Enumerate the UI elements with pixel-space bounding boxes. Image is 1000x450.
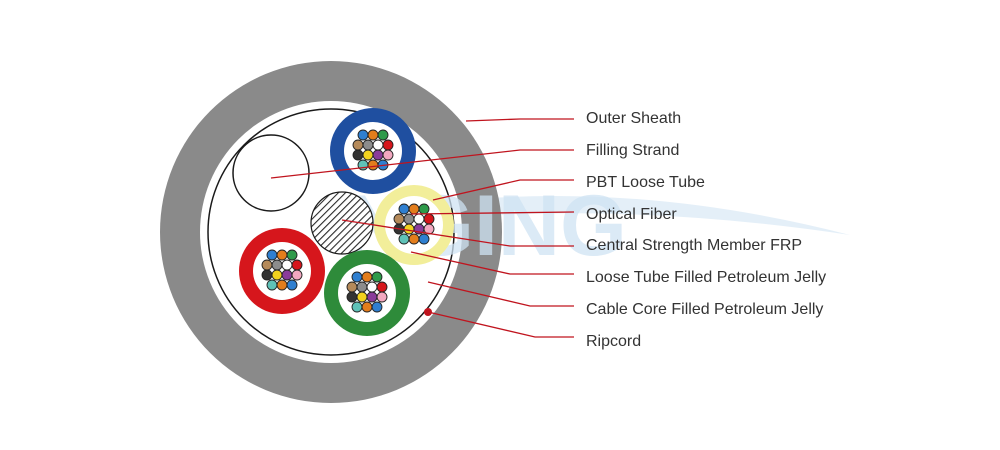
- label-filling-strand: Filling Strand: [586, 142, 680, 159]
- optical-fiber: [408, 233, 420, 245]
- label-pbt-loose-tube: PBT Loose Tube: [586, 174, 705, 191]
- optical-fiber: [393, 213, 405, 225]
- optical-fiber: [418, 233, 430, 245]
- optical-fiber: [271, 269, 283, 281]
- optical-fiber: [403, 223, 415, 235]
- optical-fiber: [366, 281, 378, 293]
- optical-fiber: [376, 281, 388, 293]
- optical-fiber: [361, 271, 373, 283]
- central-strength-member: [310, 191, 374, 255]
- optical-fiber: [382, 149, 394, 161]
- optical-fiber: [382, 139, 394, 151]
- optical-fiber: [266, 279, 278, 291]
- optical-fiber: [286, 279, 298, 291]
- optical-fiber: [408, 203, 420, 215]
- optical-fiber: [281, 259, 293, 271]
- optical-fiber: [362, 139, 374, 151]
- label-optical-fiber: Optical Fiber: [586, 206, 677, 223]
- optical-fiber: [271, 259, 283, 271]
- label-central-strength-member: Central Strength Member FRP: [586, 237, 803, 254]
- leader-loose-tube-jelly: [410, 251, 574, 275]
- loose-tube-red: [239, 228, 325, 314]
- label-loose-tube-jelly: Loose Tube Filled Petroleum Jelly: [586, 269, 827, 286]
- optical-fiber: [423, 213, 435, 225]
- leader-optical-fiber: [410, 211, 575, 215]
- optical-fiber: [286, 249, 298, 261]
- optical-fiber: [362, 149, 374, 161]
- optical-fiber: [356, 281, 368, 293]
- leader-outer-sheath: [465, 118, 574, 122]
- watermark-swoosh: [230, 195, 850, 250]
- optical-fiber: [291, 259, 303, 271]
- optical-fiber: [398, 233, 410, 245]
- optical-fiber: [352, 149, 364, 161]
- optical-fiber: [413, 213, 425, 225]
- optical-fiber: [276, 279, 288, 291]
- optical-fiber: [371, 271, 383, 283]
- optical-fiber: [366, 291, 378, 303]
- optical-fiber: [346, 281, 358, 293]
- optical-fiber: [266, 249, 278, 261]
- optical-fiber: [276, 249, 288, 261]
- optical-fiber: [371, 301, 383, 313]
- optical-fiber: [357, 129, 369, 141]
- optical-fiber: [367, 129, 379, 141]
- optical-fiber: [346, 291, 358, 303]
- optical-fiber: [352, 139, 364, 151]
- loose-tube-yellow: [374, 185, 454, 265]
- label-ripcord: Ripcord: [586, 333, 642, 350]
- optical-fiber: [361, 301, 373, 313]
- label-cable-core-jelly: Cable Core Filled Petroleum Jelly: [586, 301, 824, 318]
- optical-fiber: [376, 291, 388, 303]
- leader-filling-strand: [270, 149, 574, 179]
- optical-fiber: [261, 269, 273, 281]
- loose-tube-green: [324, 250, 410, 336]
- leader-ripcord: [427, 311, 574, 338]
- optical-fiber: [261, 259, 273, 271]
- optical-fiber: [372, 149, 384, 161]
- leader-pbt-loose-tube: [432, 179, 574, 201]
- optical-fiber: [372, 139, 384, 151]
- loose-tube-blue: [330, 108, 416, 194]
- optical-fiber: [377, 129, 389, 141]
- optical-fiber: [351, 271, 363, 283]
- optical-fiber: [291, 269, 303, 281]
- filling-strand: [232, 134, 310, 212]
- leader-central-strength-member: [341, 219, 574, 247]
- optical-fiber: [351, 301, 363, 313]
- optical-fiber: [281, 269, 293, 281]
- optical-fiber: [367, 159, 379, 171]
- optical-fiber: [403, 213, 415, 225]
- optical-fiber: [418, 203, 430, 215]
- leader-cable-core-jelly: [427, 281, 574, 307]
- label-outer-sheath: Outer Sheath: [586, 110, 682, 127]
- optical-fiber: [398, 203, 410, 215]
- optical-fiber: [356, 291, 368, 303]
